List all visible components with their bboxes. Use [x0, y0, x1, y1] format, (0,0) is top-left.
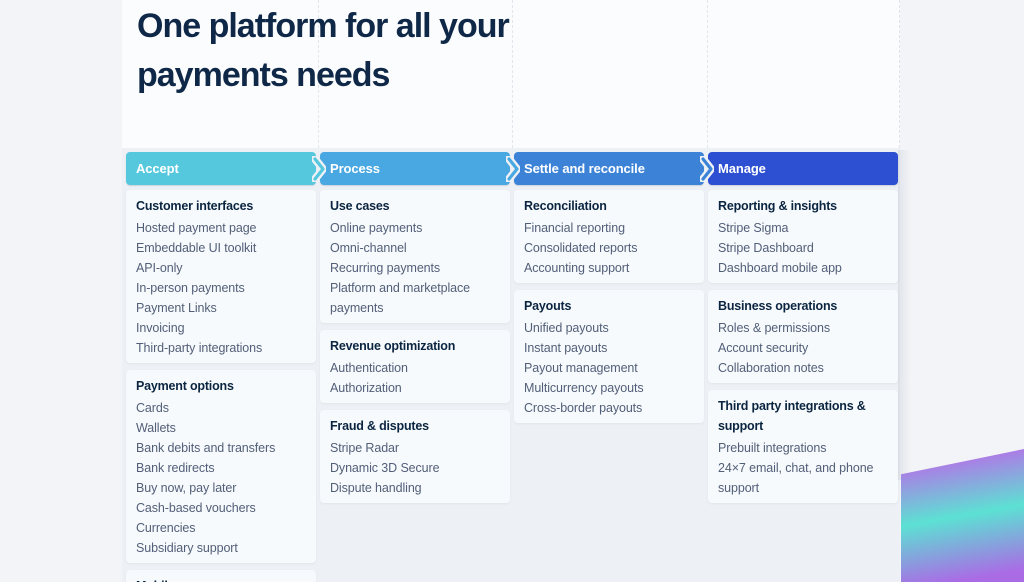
feature-group-title: Revenue optimization [330, 339, 456, 353]
feature-group-title: Payment options [136, 379, 234, 393]
feature-item: Platform and marketplace payments [330, 281, 471, 315]
feature-item: Bank redirects [136, 461, 215, 475]
feature-item: Cards [136, 401, 169, 415]
feature-item: Accounting support [524, 261, 630, 275]
feature-group-title: Customer interfaces [136, 199, 254, 213]
feature-item: Currencies [136, 521, 196, 535]
feature-item: Stripe Sigma [718, 221, 789, 235]
page-title: One platform for all your payments needs [137, 7, 510, 94]
feature-item: Collaboration notes [718, 361, 824, 375]
hero-panel: One platform for all your payments needs [122, 0, 900, 148]
stage-label: Settle and reconcile [524, 161, 645, 176]
feature-item: Online payments [330, 221, 423, 235]
feature-item: Hosted payment page [136, 221, 257, 235]
feature-group-title: Mobile [136, 576, 306, 582]
feature-item: Dynamic 3D Secure [330, 461, 440, 475]
stage-label: Process [330, 161, 380, 176]
feature-group-title: Use cases [330, 199, 390, 213]
feature-item: Omni-channel [330, 241, 407, 255]
feature-group-title: Reconciliation [524, 199, 607, 213]
feature-item: Instant payouts [524, 341, 608, 355]
feature-item: Prebuilt integrations [718, 441, 827, 455]
feature-item: Bank debits and transfers [136, 441, 276, 455]
stage-header-accept[interactable]: Accept [126, 152, 327, 185]
feature-item: Cash-based vouchers [136, 501, 256, 515]
feature-item: Buy now, pay later [136, 481, 237, 495]
hero-grid-line [707, 0, 708, 148]
feature-group-card: Mobile [126, 570, 316, 582]
feature-item: Multicurrency payouts [524, 381, 644, 395]
hero-grid-line [318, 0, 319, 148]
feature-item: Invoicing [136, 321, 185, 335]
hero-grid-line [512, 0, 513, 148]
feature-group-title: Third party integrations & support [718, 399, 866, 433]
feature-item: Payment Links [136, 301, 217, 315]
feature-item: Consolidated reports [524, 241, 638, 255]
feature-item: Wallets [136, 421, 176, 435]
stage-header-manage[interactable]: Manage [708, 152, 898, 185]
feature-item: Authentication [330, 361, 408, 375]
feature-item: Cross-border payouts [524, 401, 643, 415]
feature-item: Authorization [330, 381, 402, 395]
feature-item: Subsidiary support [136, 541, 238, 555]
feature-item: Stripe Radar [330, 441, 399, 455]
feature-group-title: Reporting & insights [718, 199, 837, 213]
feature-item: Dashboard mobile app [718, 261, 842, 275]
feature-item: 24×7 email, chat, and phone support [718, 461, 874, 495]
feature-item: In-person payments [136, 281, 245, 295]
stage-arrow-icon [311, 154, 327, 183]
stage-arrow-icon [699, 154, 715, 183]
stage-header-process[interactable]: Process [320, 152, 521, 185]
stage-header-settle-and-reconcile[interactable]: Settle and reconcile [514, 152, 715, 185]
feature-group-title: Business operations [718, 299, 838, 313]
stage-label: Accept [136, 161, 179, 176]
feature-item: Payout management [524, 361, 638, 375]
feature-item: Unified payouts [524, 321, 609, 335]
stage-arrow-icon [505, 154, 521, 183]
feature-item: Financial reporting [524, 221, 625, 235]
feature-item: Recurring payments [330, 261, 441, 275]
gradient-ribbon-decoration [901, 449, 1024, 582]
feature-item: Roles & permissions [718, 321, 831, 335]
feature-group-title: Payouts [524, 299, 572, 313]
feature-item: Dispute handling [330, 481, 422, 495]
feature-item: Account security [718, 341, 809, 355]
stage-label: Manage [718, 161, 766, 176]
feature-item: Third-party integrations [136, 341, 263, 355]
feature-item: Embeddable UI toolkit [136, 241, 257, 255]
feature-group-title: Fraud & disputes [330, 419, 429, 433]
feature-item: API-only [136, 261, 183, 275]
feature-item: Stripe Dashboard [718, 241, 814, 255]
column-shadow [898, 150, 911, 480]
